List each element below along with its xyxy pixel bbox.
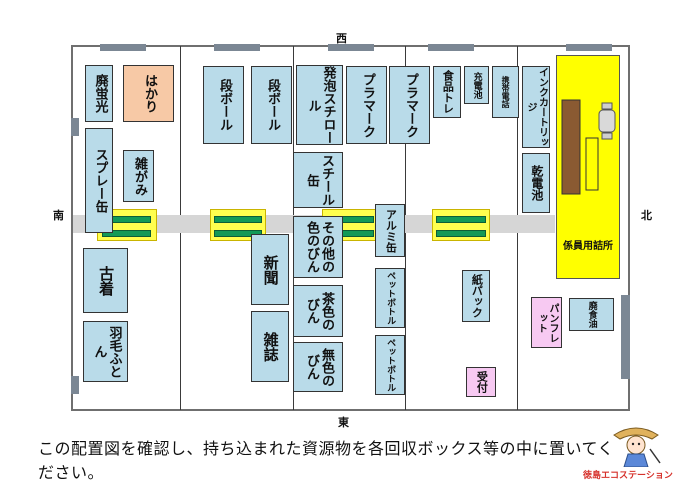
box-cardboard-1: 段ボール — [203, 66, 244, 144]
bench-bar — [436, 230, 486, 237]
box-reception: 受付 — [466, 367, 496, 397]
staff-room-label: 係員用詰所 — [563, 241, 613, 252]
mascot-icon — [606, 423, 666, 468]
bench-bar — [214, 230, 262, 237]
box-paper-carton: 紙パック — [462, 270, 490, 322]
box-brown-bottles: 茶色のびん — [293, 285, 343, 337]
box-pet-bottles-1: ペットボトル — [375, 268, 405, 328]
box-food-tray: 食品トレ — [433, 66, 461, 118]
instruction-caption: この配置図を確認し、持ち込まれた資源物を各回収ボックス等の中に置いてください。 — [38, 439, 615, 482]
box-spray-can: スプレー缶 — [85, 128, 113, 233]
box-waste-oil: 廃食油 — [569, 298, 614, 331]
wall-segment — [71, 118, 79, 136]
wall-segment — [71, 376, 79, 394]
bench-bar — [436, 216, 486, 223]
box-newspaper: 新聞 — [251, 234, 289, 305]
compass-east: 東 — [338, 416, 349, 429]
box-clear-bottles: 無色のびん — [293, 342, 343, 392]
box-rechargeable-battery: 充電池 — [464, 66, 489, 104]
box-styrofoam: 発泡スチロール — [296, 65, 343, 145]
box-ink-cartridge: インクカートリッジ — [522, 66, 550, 148]
wall-segment — [621, 295, 630, 379]
box-old-clothes: 古着 — [83, 248, 128, 313]
box-scale: はかり — [123, 65, 174, 122]
compass-west: 西 — [336, 32, 347, 45]
wall-segment — [214, 44, 260, 51]
box-magazine: 雑誌 — [251, 311, 289, 382]
box-mobile-phone: 携帯電話 — [492, 66, 519, 118]
compass-north: 北 — [641, 209, 652, 222]
box-other-color-bottles: その他の色のびん — [293, 216, 343, 278]
box-plastic-mark-2: プラマーク — [389, 66, 430, 144]
wall-segment — [100, 44, 146, 51]
box-down-futon: 羽毛ふとん — [83, 321, 128, 382]
box-plastic-mark: プラマーク — [346, 66, 387, 144]
box-cardboard-2: 段ボール — [251, 66, 292, 144]
brand-label: 徳島エコステーション — [583, 471, 673, 481]
wall-segment — [328, 44, 374, 51]
desk-icon — [560, 98, 599, 195]
chair-icon — [596, 102, 620, 142]
bench-bar — [102, 230, 151, 237]
compass-south: 南 — [53, 209, 64, 222]
box-steel-can: スチール缶 — [293, 152, 343, 208]
wall-segment — [428, 44, 474, 51]
box-pet-bottles-2: ペットボトル — [375, 335, 405, 395]
box-dry-battery: 乾電池 — [522, 153, 550, 213]
box-aluminum-can: アルミ缶 — [375, 204, 405, 257]
box-fluorescent: 廃蛍光 — [85, 65, 113, 122]
box-misc-paper: 雑がみ — [123, 150, 154, 202]
bench-bar — [214, 216, 262, 223]
wall-segment — [566, 44, 612, 51]
box-pamphlet: パンフレット — [531, 297, 562, 348]
